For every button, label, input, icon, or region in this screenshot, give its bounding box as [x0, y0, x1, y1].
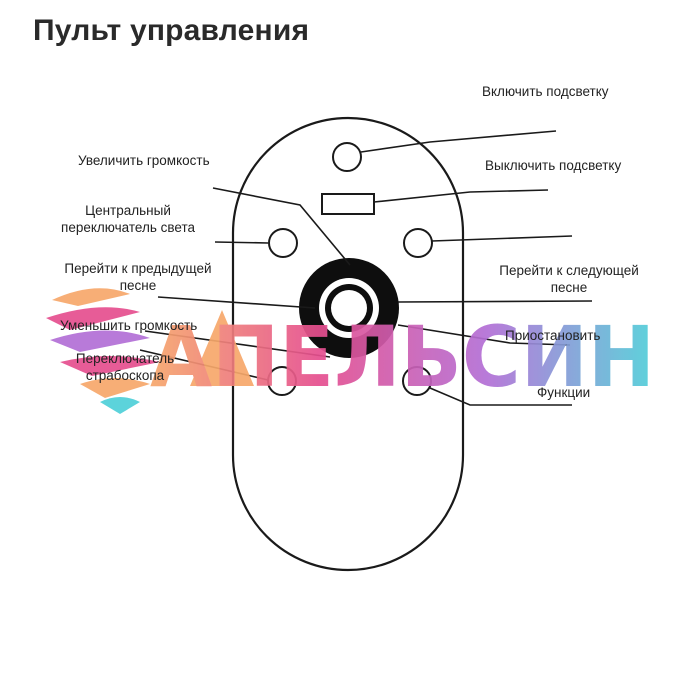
label-central-light-switch-line2: переключатель света — [61, 220, 195, 235]
label-central-light-switch: Центральный переключатель света — [48, 202, 208, 236]
central-light-left-button — [268, 228, 298, 258]
label-prev-song-line2: песне — [119, 278, 157, 293]
functions-button — [402, 366, 432, 396]
label-central-light-switch-line1: Центральный — [85, 203, 171, 218]
page-title: Пульт управления — [33, 14, 310, 47]
label-pause: Приостановить — [505, 328, 601, 343]
central-light-right-button — [403, 228, 433, 258]
strobe-button — [267, 366, 297, 396]
label-strobe-switch-line2: страбоскопа — [85, 368, 165, 383]
label-next-song: Перейти к следующей песне — [484, 262, 654, 296]
backlight-on-button — [332, 142, 362, 172]
label-next-song-line2: песне — [550, 280, 588, 295]
watermark-text: АПЕЛЬСИН — [150, 308, 655, 406]
label-backlight-on: Включить подсветку — [482, 84, 609, 99]
label-volume-up: Увеличить громкость — [78, 153, 210, 168]
label-backlight-off: Выключить подсветку — [485, 158, 622, 173]
label-strobe-switch: Переключатель страбоскопа — [70, 350, 180, 384]
label-prev-song: Перейти к предыдущей песне — [48, 260, 228, 294]
label-strobe-switch-line1: Переключатель — [75, 351, 175, 366]
label-next-song-line1: Перейти к следующей — [499, 263, 639, 278]
watermark-logo: АПЕЛЬСИН — [46, 288, 655, 414]
label-functions: Функции — [537, 385, 591, 400]
label-prev-song-line1: Перейти к предыдущей — [64, 261, 212, 276]
label-volume-down: Уменьшить громкость — [60, 318, 198, 333]
center-dial-core — [331, 290, 367, 326]
backlight-off-button — [321, 193, 375, 215]
